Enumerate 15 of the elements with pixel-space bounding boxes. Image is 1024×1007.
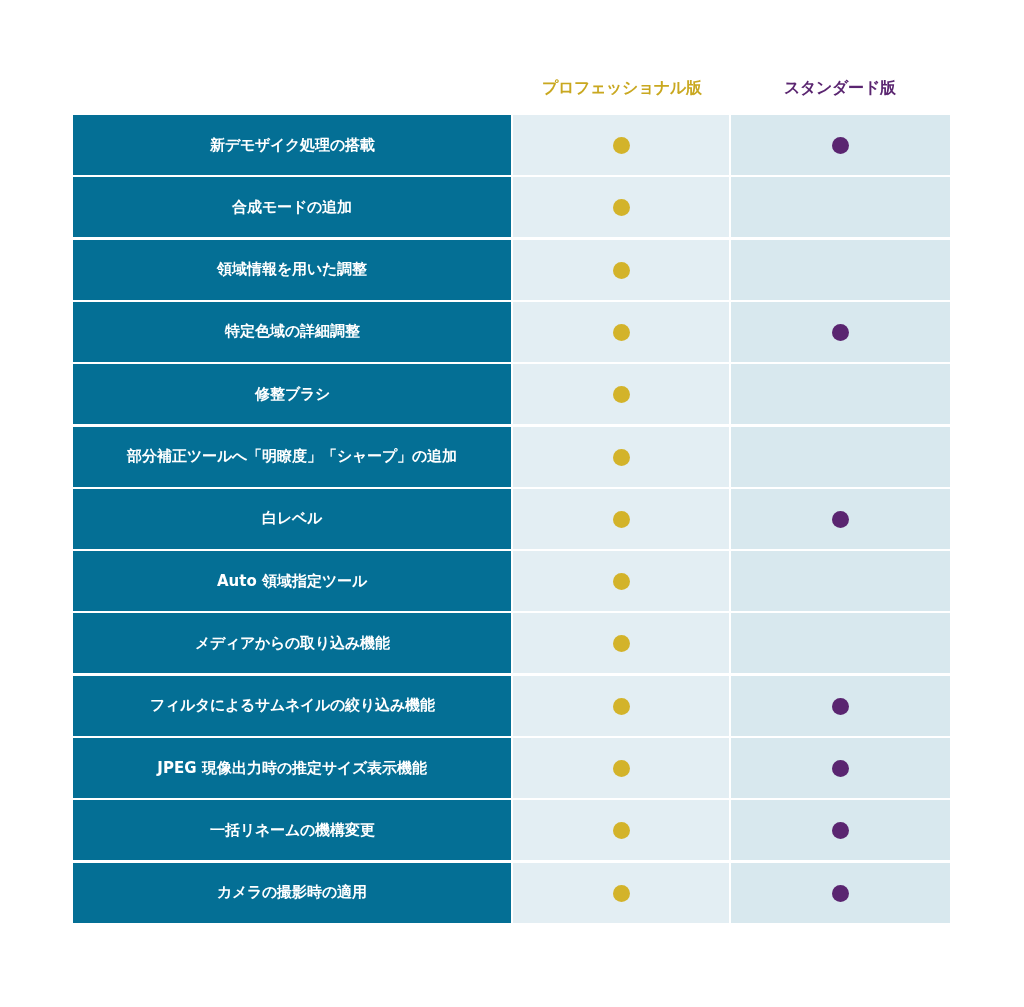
feature-cell: 新デモザイク処理の搭載	[73, 115, 511, 175]
feature-cell: Auto 領域指定ツール	[73, 551, 511, 612]
feature-cell: 白レベル	[73, 488, 511, 549]
feature-cell: JPEG 現像出力時の推定サイズ表示機能	[73, 738, 511, 798]
feature-cell: 合成モードの追加	[73, 177, 511, 238]
feature-cell: カメラの撮影時の適用	[73, 862, 511, 923]
column-header: スタンダード版	[783, 78, 897, 99]
feature-cell: 特定色域の詳細調整	[73, 301, 511, 362]
feature-cell: 領域情報を用いた調整	[73, 239, 511, 300]
column-header: プロフェッショナル版	[541, 78, 703, 99]
feature-cell: 一括リネームの機構変更	[73, 800, 511, 861]
feature-cell: 修整ブラシ	[73, 364, 511, 425]
feature-cell: メディアからの取り込み機能	[73, 613, 511, 674]
feature-cell: 部分補正ツールへ「明瞭度」「シャープ」の追加	[73, 426, 511, 487]
feature-cell: フィルタによるサムネイルの絞り込み機能	[73, 675, 511, 736]
